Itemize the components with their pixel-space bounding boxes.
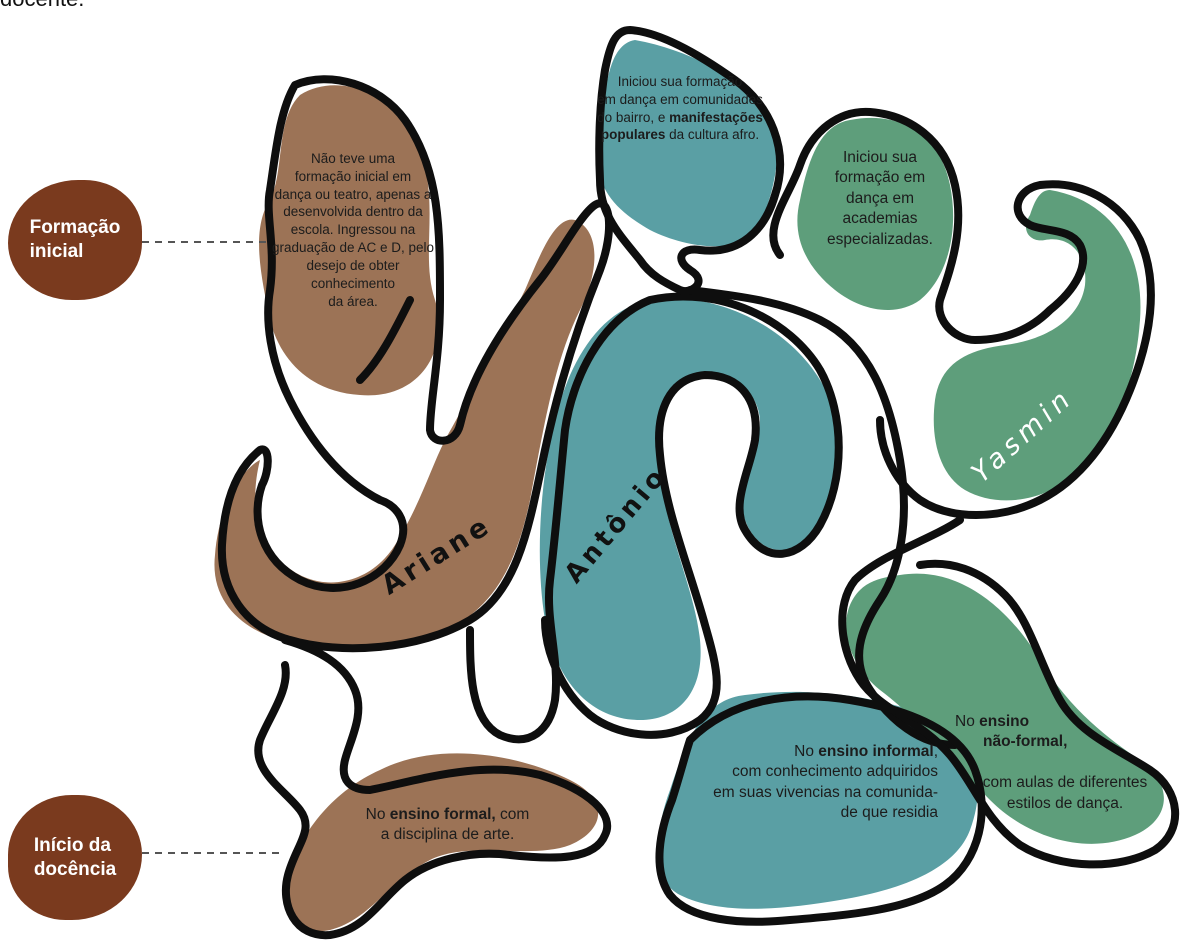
outline-strokes [217, 26, 1180, 940]
yasmin-formacao-text: Iniciou sua formação em dança em academi… [827, 149, 933, 248]
header-fragment: docente. [0, 0, 84, 12]
ariane-docencia-text: No ensino formal, com a disciplina de ar… [365, 806, 530, 844]
antonio-formacao-text: Iniciou sua formação em dança em comunid… [597, 74, 763, 143]
ariane-body-blob [214, 219, 595, 650]
formacao-inicial-text: Formação inicial [29, 217, 121, 262]
yasmin-body-blob [933, 190, 1141, 501]
antonio-docencia-bold: ensino informal [818, 743, 934, 760]
yasmin-docencia-bold-2: não-formal, [983, 733, 1068, 751]
inicio-docencia-label: Início da docência [8, 795, 142, 920]
formacao-inicial-label: Formação inicial [8, 180, 142, 300]
yasmin-docencia-bold-1: ensino [979, 713, 1030, 730]
ariane-formacao-blob [259, 85, 439, 396]
inicio-docencia-text: Início da docência [33, 834, 117, 880]
ariane-formacao-text: Não teve uma formação inicial em dança o… [271, 151, 435, 309]
ariane-docencia-blob [286, 753, 599, 932]
antonio-body-blob [539, 298, 837, 720]
yasmin-formacao-blob [797, 117, 954, 311]
antonio-formacao-bold-1: manifestações [669, 109, 763, 125]
antonio-formacao-bold-2: populares [600, 127, 666, 143]
antonio-formacao-blob [597, 40, 778, 247]
yasmin-docencia-blob [846, 573, 1164, 844]
ariane-docencia-bold: ensino formal, [389, 806, 496, 823]
antonio-docencia-text: No ensino informal, com conhecimento adq… [713, 743, 938, 822]
antonio-docencia-blob [658, 691, 978, 909]
